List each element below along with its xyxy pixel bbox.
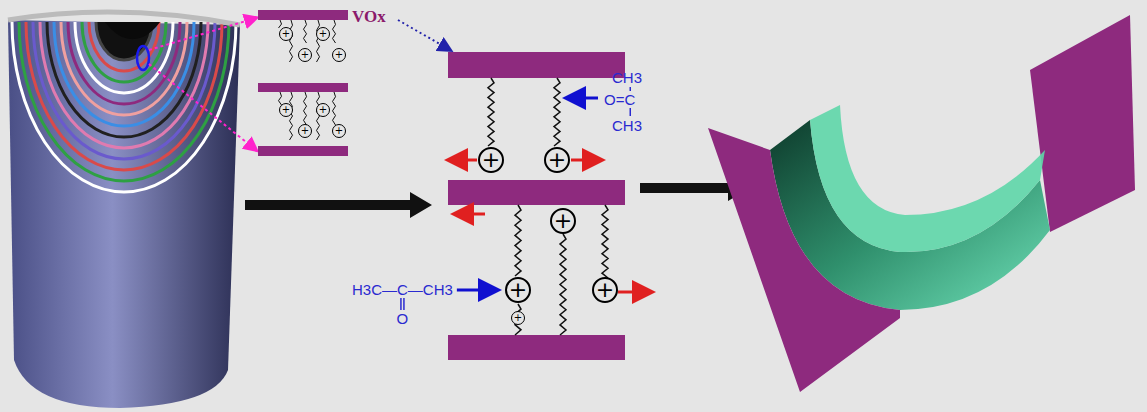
alkyl-chain [290,20,293,62]
cation-head: + [550,208,576,234]
surfactant-chains [279,20,609,335]
methyl-group: CH3 [612,118,642,133]
vox-layer [448,335,625,360]
process-arrow [245,192,432,218]
scroll-layer [75,22,173,93]
cation-head: + [316,27,330,41]
alkyl-chain [554,78,560,146]
vox-layer [258,83,348,92]
exchange-arrow [618,291,650,294]
charge-sign: + [282,105,290,115]
scroll-core [105,22,160,39]
scroll-rim [8,12,240,25]
cation-head: + [298,48,312,62]
scroll-layer [89,22,159,71]
scroll-layer [33,22,215,159]
scroll-layer [68,22,180,104]
vox-layer [448,180,625,205]
alkyl-chain [317,20,320,62]
zoom-line [149,64,256,150]
cation-head: + [511,311,525,325]
acetone-formula: H3C—C—CH3 [352,282,453,297]
methyl-group: CH3 [612,70,642,85]
cation-head: + [279,27,293,41]
cation-head: + [332,124,346,138]
charge-sign: + [554,210,572,232]
bond [400,298,402,310]
zoom-marker [137,46,149,70]
carbonyl-oxygen: O [397,311,409,326]
alkyl-chain [333,20,336,43]
charge-sign: + [282,29,290,39]
acetone-arrow [457,289,496,292]
alkyl-chain [279,92,282,105]
scroll-layer [82,22,166,82]
cation-head: + [279,103,293,117]
charge-sign: + [319,29,327,39]
cation-head: + [298,124,312,138]
charge-sign: + [319,105,327,115]
cation-head: + [592,277,618,303]
curved-sheet [810,105,1045,252]
scroll-layer [61,22,187,115]
alkyl-chain [560,234,566,335]
cation-head: + [505,277,531,303]
acetone-arrow [568,97,598,100]
vox-sheet [708,128,900,392]
exchange-arrow [456,213,485,216]
alkyl-chain [488,78,494,146]
scroll-layer [40,22,208,148]
charge-sign: + [514,313,522,323]
vox-layer [448,52,625,78]
pointer-line [398,20,450,50]
cation-head: + [332,48,346,62]
vox-sheet [1030,15,1135,232]
exchange-arrow [571,159,600,162]
alkyl-chain [279,20,282,28]
charge-sign: + [335,50,343,60]
scroll-layer [26,22,222,170]
carbonyl-group: O=C [604,92,635,107]
scroll-layer [47,22,201,137]
charge-sign: + [301,50,309,60]
bond [630,108,632,116]
scroll-layer [54,22,194,126]
bond [630,87,632,91]
cation-head: + [316,103,330,117]
alkyl-chain [290,92,293,140]
nanoscroll-body [8,20,240,408]
charge-sign: + [335,126,343,136]
vox-layer [258,10,348,20]
charge-sign: + [596,279,614,301]
vox-layer [258,146,348,156]
zoom-line [149,18,256,50]
charge-sign: + [509,279,527,301]
cation-head: + [544,147,570,173]
alkyl-chain [333,92,336,125]
charge-sign: + [301,126,309,136]
cation-head: + [478,147,504,173]
scroll-layer [19,22,229,181]
alkyl-chain [515,205,521,276]
alkyl-chain [304,20,307,43]
alkyl-chain [602,205,608,278]
layer-label: VOx [352,8,386,25]
bond [403,298,405,310]
alkyl-chain [304,92,307,125]
charge-sign: + [482,149,500,171]
charge-sign: + [548,149,566,171]
exchange-arrow [450,159,477,162]
